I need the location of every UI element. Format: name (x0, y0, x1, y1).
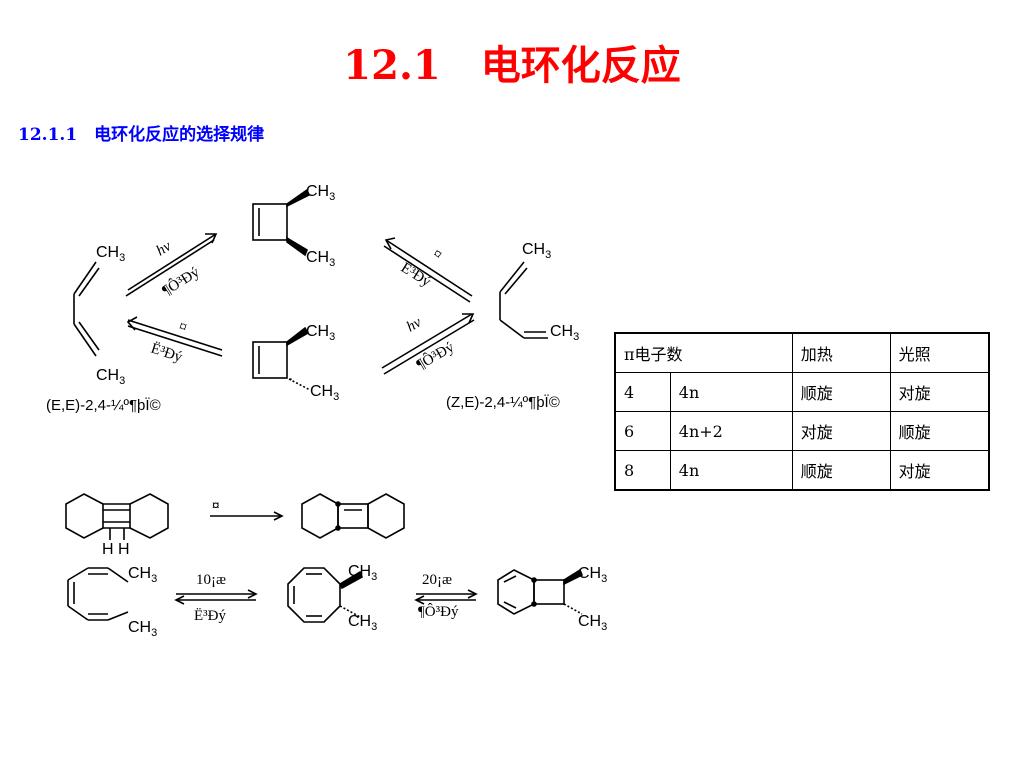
shunxuan-label-3: ¶Ô³Ðý (418, 603, 459, 620)
arrows-equilibrium-2 (414, 589, 478, 605)
page-title: 12.1 电环化反应 (343, 42, 681, 89)
header-pi-electrons: π电子数 (614, 332, 793, 373)
table-row: 6 4n+2 对旋 顺旋 (614, 411, 990, 451)
ch3-label-3: CH3 (306, 183, 335, 203)
arrow-right-top (383, 237, 473, 303)
tricyclic-product-structure (301, 493, 405, 539)
octatetraene-structure (67, 567, 129, 621)
bicyclooctadiene-structure (497, 568, 584, 615)
heat-label-1: ¤ (177, 319, 189, 337)
ze-hexadiene-structure (499, 261, 548, 339)
shunxuan-label-1: ¶Ô³Ðý (159, 263, 203, 299)
ch3-label-13: CH3 (578, 565, 607, 585)
duixuan-label-1: Ë³Ðý (149, 340, 185, 366)
table-cell: 顺旋 (889, 411, 990, 451)
table-cell: 4n (669, 372, 793, 412)
heat-label-2: ¤ (430, 246, 445, 264)
duixuan-label-2: Ë³Ðý (398, 259, 435, 291)
table-cell: 4 (614, 372, 671, 412)
bicyclic-diene-structure (65, 493, 169, 540)
table-row: 8 4n 顺旋 对旋 (614, 450, 990, 491)
arrows-equilibrium-1 (174, 589, 258, 605)
section-subtitle: 12.1.1 电环化反应的选择规律 (18, 125, 265, 145)
ch3-label-1: CH3 (96, 244, 125, 264)
hv-label-1: hv (154, 238, 175, 259)
temp-20-label: 20¡æ (422, 572, 452, 588)
ch3-label-2: CH3 (96, 367, 125, 387)
ch3-label-4: CH3 (306, 249, 335, 269)
ee-hexadiene-structure (73, 261, 100, 357)
ch3-label-12: CH3 (348, 613, 377, 633)
header-light: 光照 (889, 332, 990, 373)
ee-hexadiene-name: (E,E)-2,4-¼º¶þÏ© (46, 397, 161, 414)
ch3-label-11: CH3 (348, 563, 377, 583)
hv-label-2: hv (404, 314, 425, 335)
table-cell: 顺旋 (791, 450, 891, 491)
ch3-label-8: CH3 (550, 323, 579, 343)
table-cell: 6 (614, 411, 671, 451)
arrow-right-bottom (381, 313, 475, 375)
ze-hexadiene-name: (Z,E)-2,4-¼º¶þÏ© (446, 394, 560, 411)
table-cell: 顺旋 (791, 372, 891, 412)
arrow-heat-bottom (210, 511, 284, 521)
arrow-left-bottom (126, 316, 223, 357)
duixuan-label-3: Ë³Ðý (194, 607, 226, 624)
ch3-label-10: CH3 (128, 619, 157, 639)
arrow-left-top (125, 233, 218, 297)
ch3-label-9: CH3 (128, 565, 157, 585)
ch3-label-14: CH3 (578, 613, 607, 633)
table-cell: 对旋 (889, 372, 990, 412)
table-cell: 4n (669, 450, 793, 491)
hh-label: H H (102, 541, 130, 558)
table-header-row: π电子数 加热 光照 (614, 332, 990, 373)
table-row: 4 4n 顺旋 对旋 (614, 372, 990, 412)
selection-rule-table: π电子数 加热 光照 4 4n 顺旋 对旋 6 4n+2 对旋 顺旋 8 4n … (614, 332, 990, 491)
table-cell: 8 (614, 450, 671, 491)
header-heat: 加热 (791, 332, 891, 373)
table-cell: 对旋 (791, 411, 891, 451)
trans-cyclobutene-structure (252, 188, 311, 257)
ch3-label-7: CH3 (522, 241, 551, 261)
cis-cyclobutene-structure (252, 326, 311, 391)
table-cell: 对旋 (889, 450, 990, 491)
table-cell: 4n+2 (669, 411, 793, 451)
ch3-label-6: CH3 (310, 383, 339, 403)
cyclooctatriene-structure (287, 567, 364, 623)
temp-10-label: 10¡æ (196, 572, 226, 588)
ch3-label-5: CH3 (306, 323, 335, 343)
heat-label-3: ¤ (212, 498, 220, 514)
